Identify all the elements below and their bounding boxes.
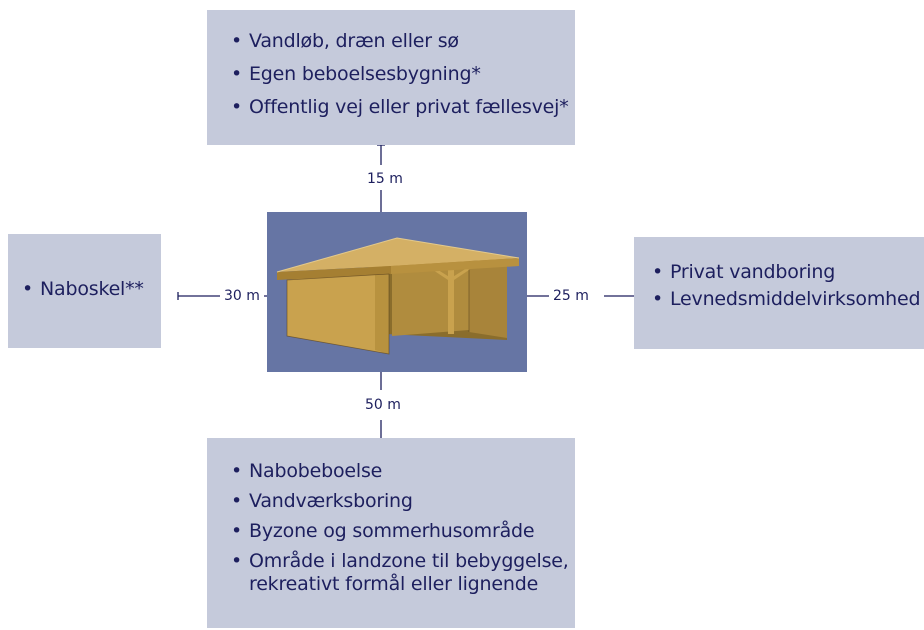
distance-label-top: 15 m (363, 171, 407, 187)
left-requirements-box: Naboskel** (8, 234, 161, 348)
bottom-requirements-box: Nabobeboelse Vandværksboring Byzone og s… (207, 438, 575, 628)
top-requirements-box: Vandløb, dræn eller sø Egen beboelsesbyg… (207, 10, 575, 145)
list-item: Nabobeboelse (231, 460, 575, 483)
right-requirements-box: Privat vandboring Levnedsmiddelvirksomhe… (634, 237, 924, 349)
list-item: Naboskel** (22, 278, 161, 301)
list-item: Levnedsmiddelvirksomhed (652, 288, 924, 311)
list-item: Byzone og sommerhusområde (231, 520, 575, 543)
carport-icon (276, 237, 520, 355)
list-item: Vandværksboring (231, 490, 575, 513)
list-item: Offentlig vej eller privat fællesvej* (231, 96, 575, 119)
list-item: Egen beboelsesbygning* (231, 63, 575, 86)
list-item: Vandløb, dræn eller sø (231, 30, 575, 53)
distance-label-right: 25 m (549, 288, 593, 304)
carport-illustration (267, 212, 527, 372)
list-item: Område i landzone til bebyggelse, rekrea… (231, 550, 575, 596)
list-item: Privat vandboring (652, 261, 924, 284)
distance-label-left: 30 m (220, 288, 264, 304)
distance-label-bottom: 50 m (361, 397, 405, 413)
